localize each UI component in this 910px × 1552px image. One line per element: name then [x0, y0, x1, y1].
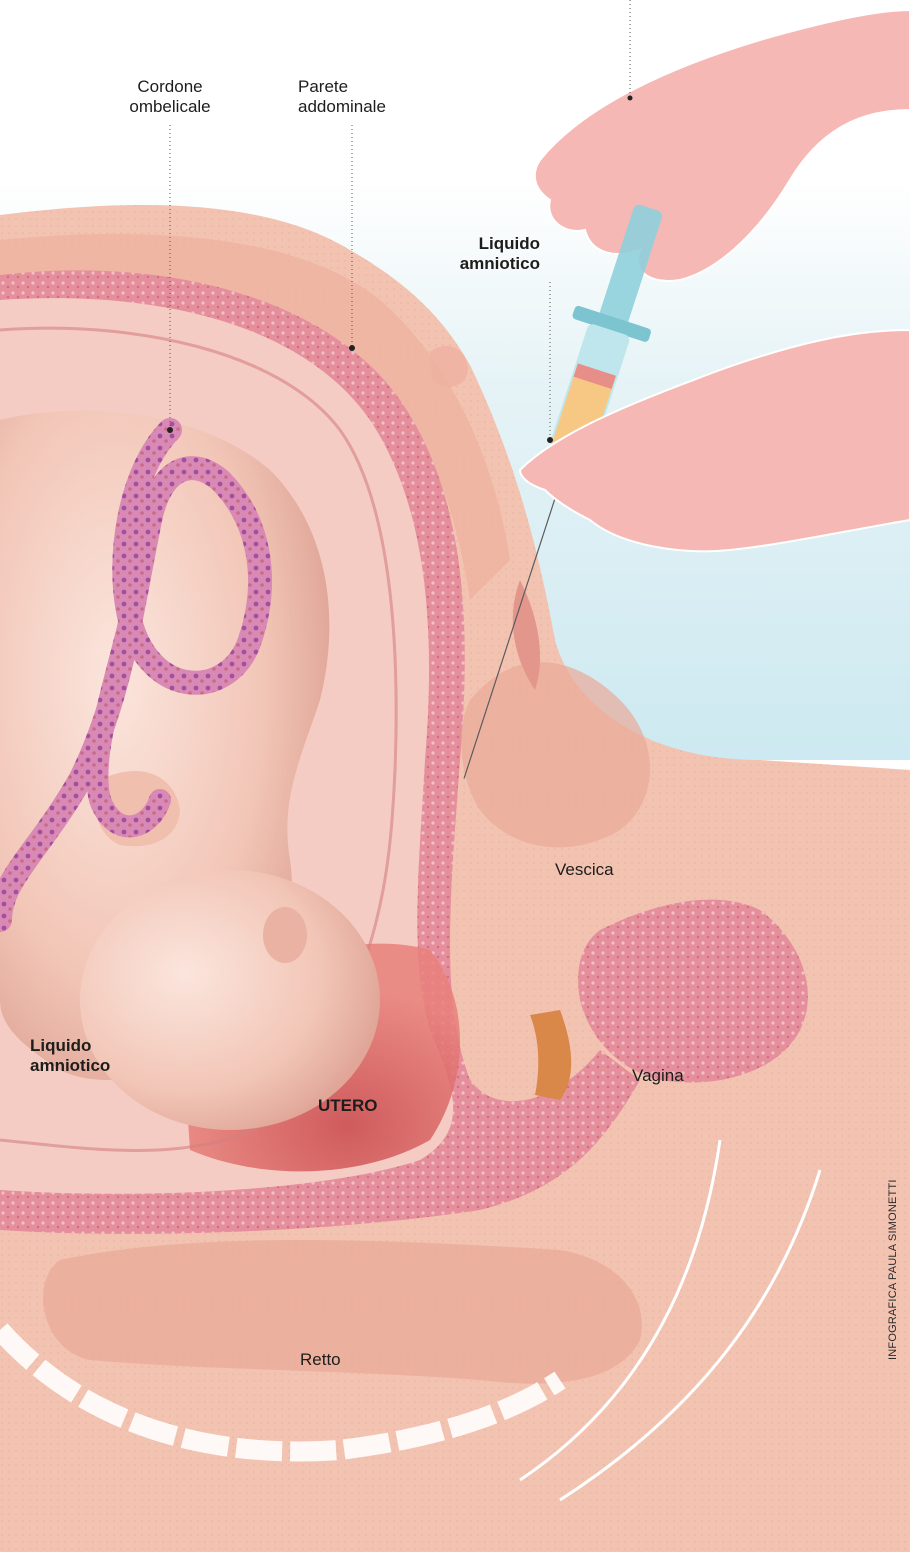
label-rectum: Retto [300, 1350, 400, 1370]
label-abdominal-wall: Parete addominale [298, 77, 428, 117]
label-amniotic-fluid-syringe: Liquido amniotico [430, 234, 540, 274]
fetus-head [80, 870, 380, 1130]
wall-leader-dot [349, 345, 355, 351]
label-bladder: Vescica [555, 860, 655, 880]
label-umbilical-cord: Cordone ombelicale [110, 77, 230, 117]
credit-text: INFOGRAFICA PAULA SIMONETTI [887, 1179, 899, 1360]
label-vagina: Vagina [632, 1066, 732, 1086]
label-amniotic-fluid-uterus: Liquido amniotico [30, 1036, 150, 1076]
cord-leader-dot [167, 427, 173, 433]
fluid-leader-dot [547, 437, 553, 443]
fetus-ear [263, 907, 307, 963]
upper-hand-leader-dot [628, 96, 633, 101]
label-uterus: UTERO [318, 1096, 418, 1116]
